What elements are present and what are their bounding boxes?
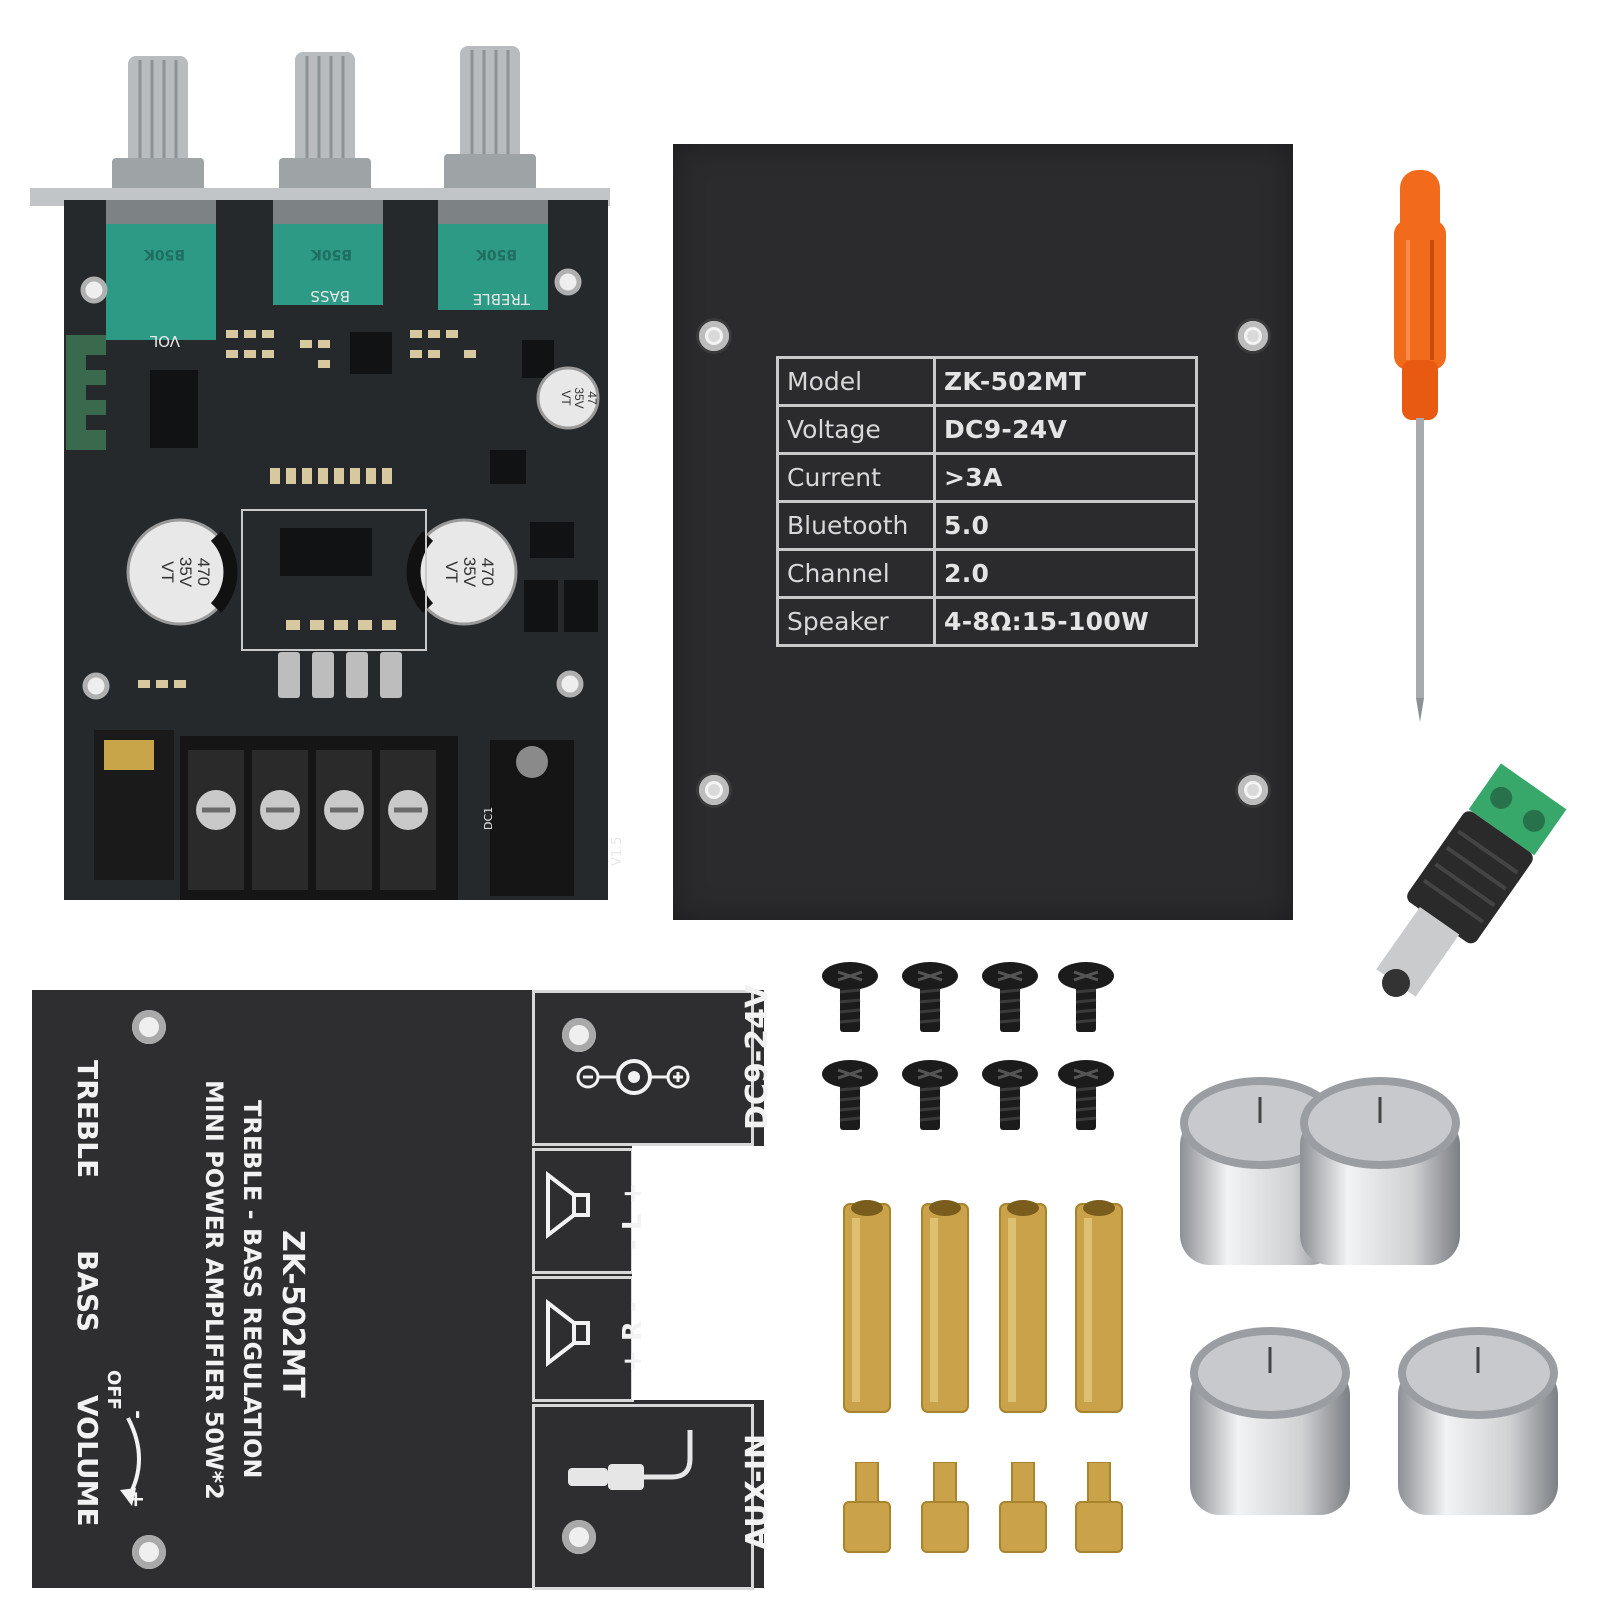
plate-hole-top-left <box>699 321 729 351</box>
large-capacitors <box>126 518 518 626</box>
plate-hole-top-right <box>1238 321 1268 351</box>
silk-vol-label: VOL <box>149 332 180 350</box>
spec-value: 4-8Ω:15-100W <box>933 596 1198 647</box>
dc-connector-drawing <box>1376 763 1567 997</box>
silk-bass-label: BASS <box>310 287 350 305</box>
cap-text-line: 35V <box>176 556 195 588</box>
power-label: DC9-24V <box>740 984 775 1130</box>
pot-marking-bass: B50K <box>310 246 352 262</box>
cover-hole-power <box>562 1018 596 1052</box>
cover-notch <box>632 1146 764 1400</box>
volume-arrow-icon <box>120 1417 141 1506</box>
spec-value: ZK-502MT <box>933 356 1198 407</box>
speaker-terminal-block <box>180 736 458 900</box>
cap-text-line: 35V <box>572 387 586 409</box>
power-polarity-icon <box>576 1059 690 1095</box>
aluminum-knobs <box>1180 1075 1580 1585</box>
pot-marking-treble: B50K <box>475 246 517 262</box>
feature-line-2: MINI POWER AMPLIFIER 50W*2 <box>200 1080 228 1500</box>
amplifier-board-drawing <box>30 46 610 900</box>
cover-hole-aux <box>562 1520 596 1554</box>
table-row: Current>3A <box>776 452 1198 503</box>
smd-components <box>138 330 476 688</box>
brass-nuts <box>838 1462 1138 1556</box>
speaker-right-icon <box>546 1298 590 1368</box>
inductors <box>278 652 402 698</box>
spec-value: 2.0 <box>933 548 1198 599</box>
cap-text-line: 47 <box>585 391 599 405</box>
speaker-left-icon <box>546 1170 590 1240</box>
nuts-drawing <box>843 1462 1123 1553</box>
big-cap-text-left: 470 35V VT <box>158 548 213 596</box>
brass-standoffs <box>838 1196 1138 1418</box>
spec-key: Channel <box>776 548 936 599</box>
silk-dc-label: DC1 <box>482 806 495 830</box>
plate-hole-bottom-right <box>1238 775 1268 805</box>
spec-value: >3A <box>933 452 1198 503</box>
screws-drawing <box>820 960 1116 1132</box>
off-label: OFF <box>103 1370 124 1410</box>
feature-line-1: TREBLE - BASS REGULATION <box>238 1100 266 1479</box>
cover-hole-bottom <box>132 1535 166 1569</box>
dc-barrel-connector <box>1340 760 1570 1020</box>
board-mounting-holes <box>80 268 584 700</box>
screw-set <box>820 960 1140 1150</box>
speaker-right-label: + R - <box>618 1301 648 1372</box>
spec-key: Bluetooth <box>776 500 936 551</box>
cover-hole-top <box>132 1010 166 1044</box>
silk-version-label: V1.5 <box>610 836 625 866</box>
speaker-left-label: - L + <box>618 1182 648 1250</box>
silk-treble-label: TREBLE <box>472 290 530 308</box>
model-label: ZK-502MT <box>275 1230 310 1398</box>
cap-text-line: VT <box>442 561 461 583</box>
potentiometer-shafts <box>112 46 536 192</box>
aux-plug-icon <box>568 1430 693 1490</box>
small-capacitor <box>536 366 600 430</box>
bluetooth-antenna <box>66 335 106 450</box>
aux-label: AUX-IN <box>740 1433 775 1550</box>
cap-text-line: VT <box>559 390 573 406</box>
pot-marking-vol: B50K <box>143 246 185 262</box>
treble-label: TREBLE <box>71 1060 104 1179</box>
screwdriver <box>1384 170 1456 730</box>
spec-key: Speaker <box>776 596 936 647</box>
knobs-drawing <box>1180 1075 1560 1517</box>
cap-text-line: VT <box>158 561 177 583</box>
spec-key: Model <box>776 356 936 407</box>
potentiometer-bodies <box>106 200 548 340</box>
cap-text-line: 470 <box>478 557 497 587</box>
aux-tab <box>532 1404 754 1590</box>
standoffs-drawing <box>843 1200 1123 1413</box>
cap-text-line: 470 <box>194 557 213 587</box>
silk-outline <box>241 509 427 651</box>
spec-key: Current <box>776 452 936 503</box>
power-tab <box>532 990 754 1146</box>
small-cap-text: 47 35V VT <box>559 386 599 410</box>
ic-chips <box>150 332 598 632</box>
amplifier-board: VOL BASS TREBLE V1.5 DC1 B50K B50K B50K … <box>30 40 630 910</box>
bass-label: BASS <box>71 1250 104 1333</box>
spec-value: 5.0 <box>933 500 1198 551</box>
big-cap-text-right: 470 35V VT <box>442 548 497 596</box>
cap-text-line: 35V <box>460 556 479 588</box>
cover-plate: DC9-24V - L + + R - AUX-IN ZK-502MT TREB… <box>32 985 775 1590</box>
spec-value: DC9-24V <box>933 404 1198 455</box>
spec-key: Voltage <box>776 404 936 455</box>
plate-hole-bottom-left <box>699 775 729 805</box>
screwdriver-drawing <box>1394 170 1446 722</box>
